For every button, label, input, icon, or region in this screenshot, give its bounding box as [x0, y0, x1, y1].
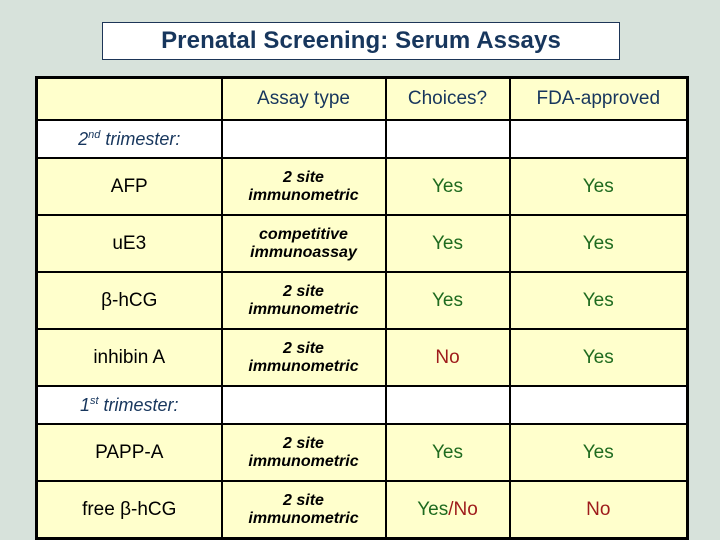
- assay-type-line: immunometric: [248, 186, 359, 204]
- choices-value: Yes: [432, 175, 463, 197]
- trimester-empty-cell-choices: [384, 119, 511, 159]
- assay-type-line: 2 site: [283, 168, 324, 186]
- cell-fda-approved: Yes: [508, 423, 689, 482]
- column-header-analyte: [35, 76, 223, 121]
- column-header-choices: Choices?: [384, 76, 511, 121]
- trimester-ordinal-suffix: nd: [88, 128, 101, 141]
- cell-fda-approved: Yes: [508, 214, 689, 273]
- cell-analyte: uE3: [35, 214, 223, 273]
- cell-fda-approved: Yes: [508, 271, 689, 330]
- assay-type-line: 2 site: [283, 282, 324, 300]
- assay-type-line: 2 site: [283, 434, 324, 452]
- fda-value: Yes: [582, 232, 614, 254]
- cell-analyte: inhibin A: [35, 328, 223, 387]
- column-header-assay-type: Assay type: [220, 76, 387, 121]
- assay-type-line: immunoassay: [250, 243, 357, 261]
- trimester-empty-cell-assay-type: [220, 119, 387, 159]
- assay-type-line: competitive: [259, 225, 348, 243]
- assay-table-container: Assay type Choices? FDA-approved 2nd tri…: [35, 76, 689, 540]
- page-title: Prenatal Screening: Serum Assays: [161, 27, 561, 54]
- fda-value: No: [586, 498, 611, 520]
- cell-fda-approved: No: [508, 480, 689, 540]
- trimester-empty-cell-fda-approved: [508, 119, 689, 159]
- trimester-ordinal-suffix: st: [89, 394, 99, 407]
- trimester-separator-row: 2nd trimester:: [35, 119, 689, 159]
- cell-analyte: free β-hCG: [35, 480, 223, 540]
- assay-type-line: immunometric: [248, 509, 359, 527]
- cell-fda-approved: Yes: [508, 157, 689, 216]
- cell-analyte: PAPP-A: [35, 423, 223, 482]
- cell-analyte: AFP: [35, 157, 223, 216]
- choices-value: No: [435, 346, 460, 368]
- choices-no-part: No: [453, 498, 478, 520]
- fda-value: Yes: [582, 289, 614, 311]
- trimester-separator-row: 1st trimester:: [35, 385, 689, 425]
- cell-choices: Yes: [384, 157, 511, 216]
- cell-choices: Yes: [384, 271, 511, 330]
- fda-value: Yes: [582, 346, 614, 368]
- trimester-label: 2nd trimester:: [35, 119, 223, 159]
- cell-choices: Yes: [384, 214, 511, 273]
- assay-type-line: 2 site: [283, 339, 324, 357]
- serum-assay-table: Assay type Choices? FDA-approved 2nd tri…: [35, 76, 689, 540]
- trimester-label: 1st trimester:: [35, 385, 223, 425]
- column-header-fda-approved: FDA-approved: [508, 76, 689, 121]
- slide-title-banner: Prenatal Screening: Serum Assays: [102, 22, 620, 60]
- cell-analyte: β-hCG: [35, 271, 223, 330]
- table-header-row: Assay type Choices? FDA-approved: [35, 76, 689, 121]
- cell-choices: Yes/No: [384, 480, 511, 540]
- choices-yes-part: Yes: [417, 498, 449, 520]
- fda-value: Yes: [582, 175, 614, 197]
- assay-type-line: immunometric: [248, 452, 359, 470]
- cell-choices: Yes: [384, 423, 511, 482]
- trimester-empty-cell-fda-approved: [508, 385, 689, 425]
- assay-type-line: 2 site: [283, 491, 324, 509]
- choices-value: Yes: [432, 289, 463, 311]
- choices-separator: /: [448, 498, 454, 520]
- choices-value: Yes: [432, 232, 463, 254]
- cell-fda-approved: Yes: [508, 328, 689, 387]
- cell-choices: No: [384, 328, 511, 387]
- assay-type-line: immunometric: [248, 300, 359, 318]
- trimester-empty-cell-choices: [384, 385, 511, 425]
- choices-value: Yes: [432, 441, 463, 463]
- trimester-empty-cell-assay-type: [220, 385, 387, 425]
- fda-value: Yes: [582, 441, 614, 463]
- assay-type-line: immunometric: [248, 357, 359, 375]
